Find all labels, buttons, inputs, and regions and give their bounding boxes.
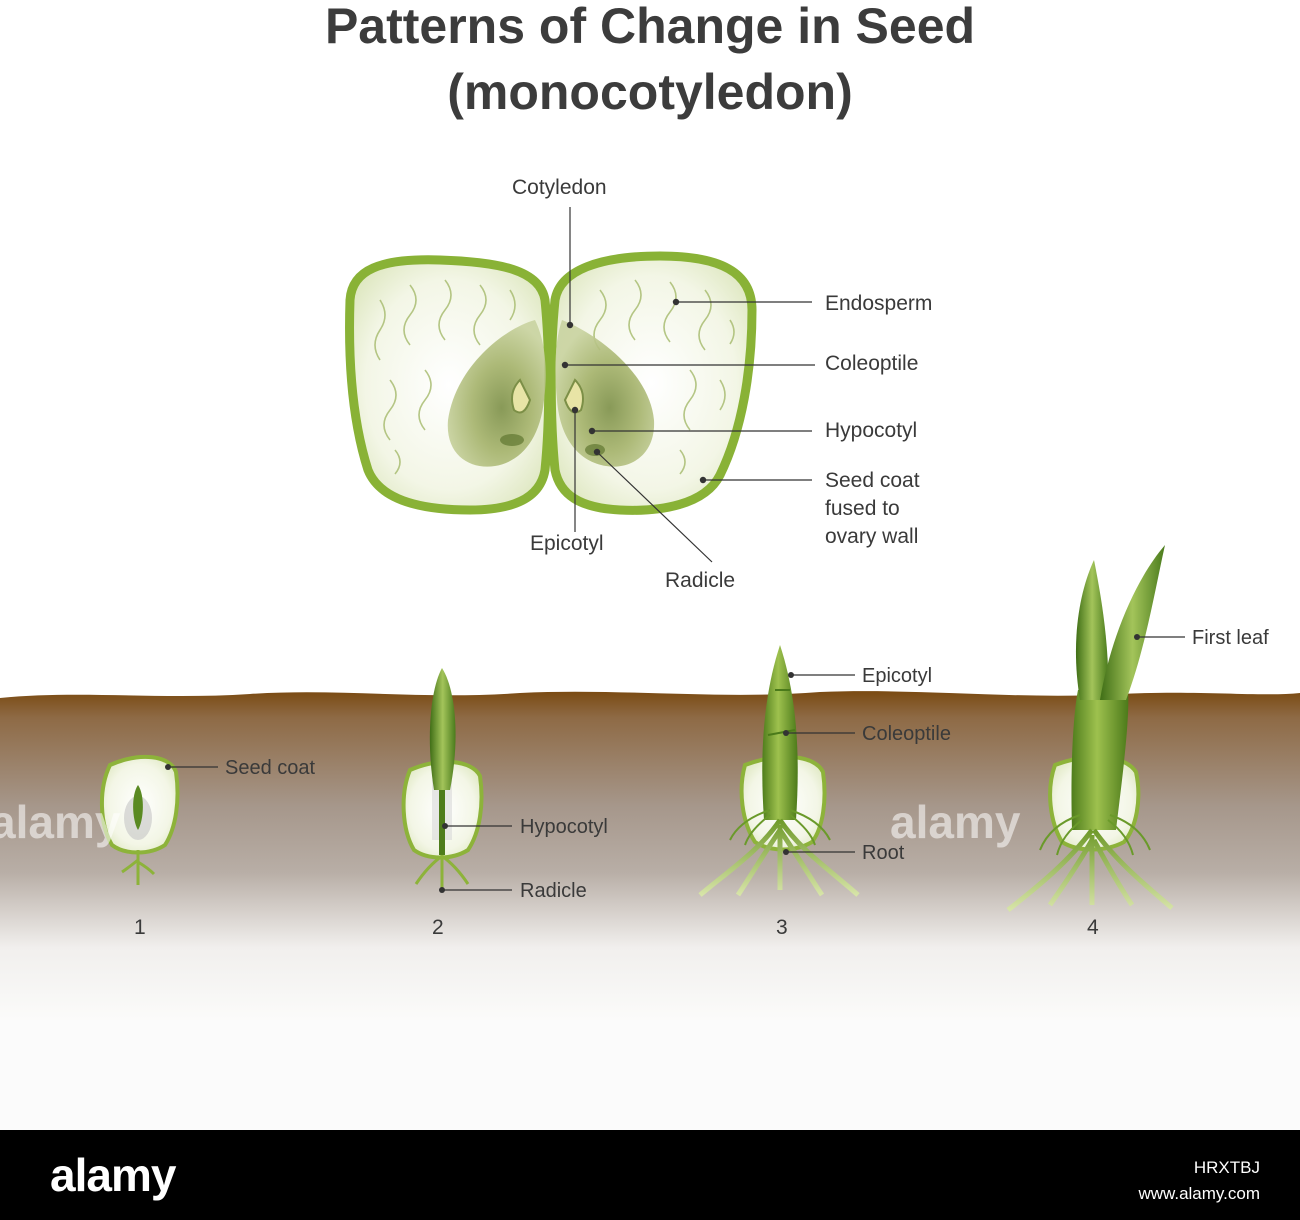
footer-logo: alamy — [50, 1149, 176, 1201]
label-epicotyl: Epicotyl — [530, 532, 604, 555]
label-endosperm: Endosperm — [825, 292, 933, 315]
stage-number-3: 3 — [776, 916, 788, 939]
seed-cross-section — [345, 207, 815, 563]
stage-number-4: 4 — [1087, 916, 1099, 939]
watermark-right: alamy — [890, 796, 1021, 848]
stage-3-seedling — [698, 645, 860, 897]
stage3-label-root: Root — [862, 842, 905, 864]
label-seed-coat-line1: Seed coat — [825, 469, 920, 492]
embryo-right — [555, 320, 655, 467]
label-hypocotyl: Hypocotyl — [825, 419, 918, 442]
stage-number-1: 1 — [134, 916, 146, 939]
footer-bar — [0, 1130, 1300, 1220]
stage3-label-epicotyl: Epicotyl — [862, 665, 933, 687]
footer-image-id: HRXTBJ — [1193, 1158, 1260, 1177]
stage3-label-coleoptile: Coleoptile — [862, 723, 951, 745]
embryo-left — [447, 320, 546, 467]
stage4-label-first-leaf: First leaf — [1192, 627, 1269, 649]
stage-4-seedling — [1006, 545, 1185, 912]
stage-1-seed — [100, 754, 218, 885]
soil — [0, 691, 1300, 1020]
stage-2-seedling — [401, 668, 512, 893]
diagram-title: Patterns of Change in Seed — [324, 0, 976, 54]
lower-band — [0, 1020, 1300, 1130]
stage-number-2: 2 — [432, 916, 444, 939]
footer-info: HRXTBJ www.alamy.com — [1138, 1155, 1260, 1207]
footer-site: www.alamy.com — [1138, 1184, 1260, 1203]
stage2-label-radicle: Radicle — [520, 880, 587, 902]
label-seed-coat-line2: fused to — [825, 497, 900, 520]
stage1-label-seed-coat: Seed coat — [225, 757, 316, 779]
label-cotyledon: Cotyledon — [512, 176, 607, 199]
watermark-left: alamy — [0, 796, 121, 848]
label-coleoptile: Coleoptile — [825, 352, 919, 375]
label-seed-coat-line3: ovary wall — [825, 525, 919, 548]
diagram-subtitle: (monocotyledon) — [447, 64, 853, 120]
label-radicle: Radicle — [665, 569, 736, 592]
stage2-label-hypocotyl: Hypocotyl — [520, 816, 608, 838]
